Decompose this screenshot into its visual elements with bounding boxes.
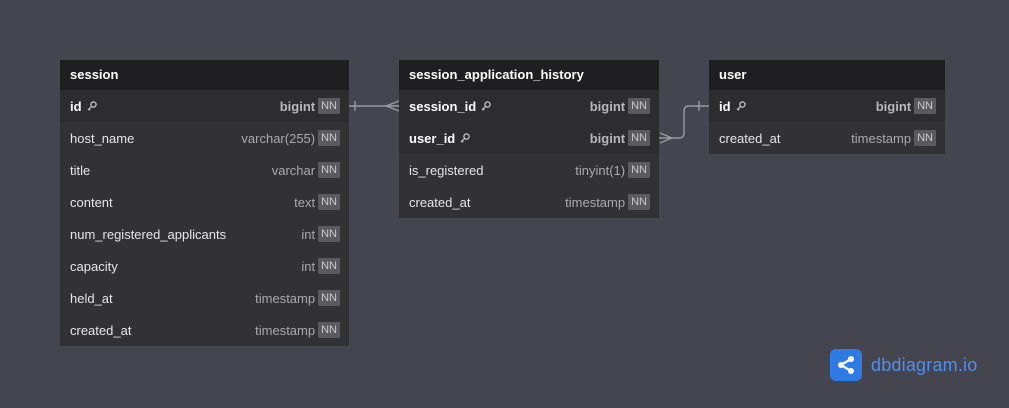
column-type: timestamp <box>255 290 316 306</box>
not-null-badge: NN <box>318 162 340 178</box>
not-null-badge: NN <box>628 162 650 178</box>
table-row[interactable]: created_at timestamp NN <box>709 122 945 154</box>
column-name: is_registered <box>409 162 484 178</box>
column-type: bigint <box>279 98 316 114</box>
column-type: varchar(255) <box>241 130 316 146</box>
table-user[interactable]: user id bigint NN created_at timestamp N… <box>709 60 945 154</box>
table-row[interactable]: host_name varchar(255) NN <box>60 122 349 154</box>
table-row[interactable]: id bigint NN <box>60 90 349 122</box>
key-icon <box>86 100 98 112</box>
column-type: timestamp <box>255 322 316 338</box>
column-type: varchar <box>271 162 316 178</box>
column-name: session_id <box>409 98 477 114</box>
not-null-badge: NN <box>914 98 936 114</box>
column-name-wrap: session_id <box>409 99 590 114</box>
table-header[interactable]: user <box>709 60 945 90</box>
not-null-badge: NN <box>318 290 340 306</box>
column-type: bigint <box>875 98 912 114</box>
column-name: created_at <box>719 130 781 146</box>
table-row[interactable]: held_at timestamp NN <box>60 282 349 314</box>
column-type: timestamp <box>565 194 626 210</box>
column-type: bigint <box>589 130 626 146</box>
table-row[interactable]: user_id bigint NN <box>399 122 659 154</box>
not-null-badge: NN <box>628 194 650 210</box>
column-name: user_id <box>409 130 456 146</box>
table-session-application-history[interactable]: session_application_history session_id b… <box>399 60 659 218</box>
not-null-badge: NN <box>318 130 340 146</box>
column-type: bigint <box>589 98 626 114</box>
table-row[interactable]: capacity int NN <box>60 250 349 282</box>
column-type: tinyint(1) <box>575 162 626 178</box>
not-null-badge: NN <box>318 194 340 210</box>
cardinality-many-marker <box>385 100 400 112</box>
table-header[interactable]: session <box>60 60 349 90</box>
table-row[interactable]: id bigint NN <box>709 90 945 122</box>
not-null-badge: NN <box>318 258 340 274</box>
column-name: held_at <box>70 290 113 306</box>
not-null-badge: NN <box>318 226 340 242</box>
column-name: id <box>719 98 731 114</box>
column-name: host_name <box>70 130 135 146</box>
column-name: created_at <box>409 194 471 210</box>
key-icon <box>459 132 471 144</box>
table-row[interactable]: content text NN <box>60 186 349 218</box>
relationship-line-user-session-application-history[interactable] <box>659 105 709 139</box>
key-icon <box>735 100 747 112</box>
not-null-badge: NN <box>318 98 340 114</box>
column-name: content <box>70 194 113 210</box>
table-header[interactable]: session_application_history <box>399 60 659 90</box>
key-icon <box>480 100 492 112</box>
column-name: id <box>70 98 82 114</box>
share-icon <box>830 349 862 381</box>
column-name: capacity <box>70 258 118 274</box>
column-type: timestamp <box>851 130 912 146</box>
table-row[interactable]: is_registered tinyint(1) NN <box>399 154 659 186</box>
brand-logo-link[interactable]: dbdiagram.io <box>830 349 977 381</box>
column-name-wrap: id <box>719 99 876 114</box>
column-name: title <box>70 162 91 178</box>
column-name: num_registered_applicants <box>70 226 227 242</box>
table-row[interactable]: created_at timestamp NN <box>399 186 659 218</box>
table-row[interactable]: title varchar NN <box>60 154 349 186</box>
column-name-wrap: user_id <box>409 131 590 146</box>
table-row[interactable]: session_id bigint NN <box>399 90 659 122</box>
column-name-wrap: id <box>70 99 280 114</box>
table-row[interactable]: num_registered_applicants int NN <box>60 218 349 250</box>
column-name: created_at <box>70 322 132 338</box>
not-null-badge: NN <box>318 322 340 338</box>
column-type: int <box>301 226 316 242</box>
table-row[interactable]: created_at timestamp NN <box>60 314 349 346</box>
not-null-badge: NN <box>628 130 650 146</box>
brand-name: dbdiagram.io <box>871 354 978 375</box>
cardinality-many-marker <box>659 132 673 144</box>
not-null-badge: NN <box>914 130 936 146</box>
column-type: int <box>301 258 316 274</box>
column-type: text <box>294 194 316 210</box>
table-session[interactable]: session id bigint NN host_name varchar(2… <box>60 60 349 346</box>
not-null-badge: NN <box>628 98 650 114</box>
